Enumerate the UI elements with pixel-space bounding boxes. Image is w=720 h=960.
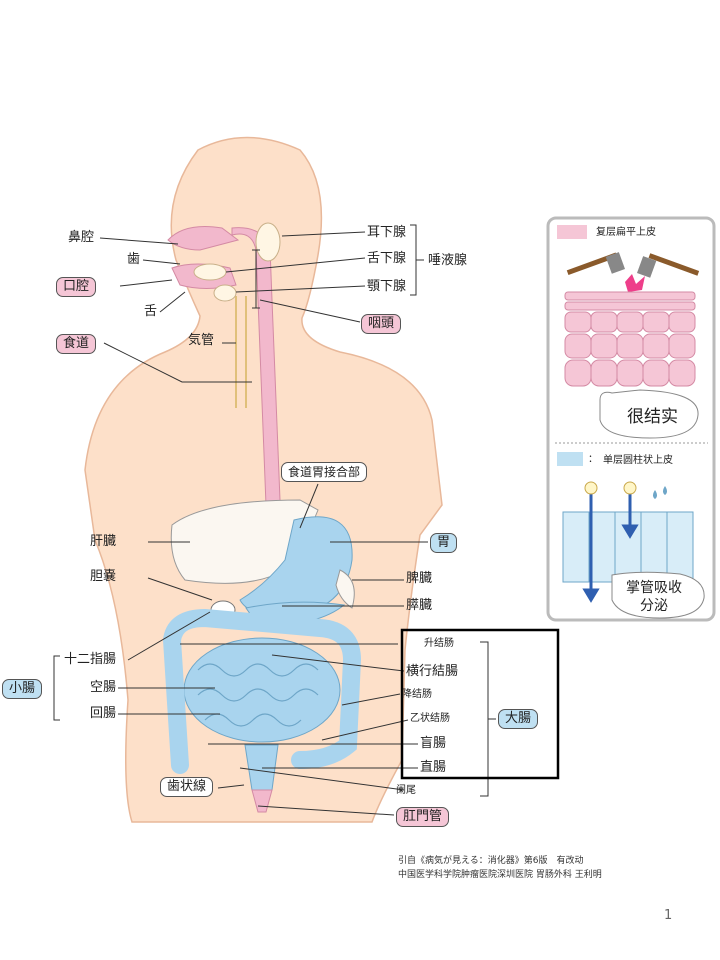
- label-nasal-cavity: 鼻腔: [68, 230, 95, 245]
- page-number: 1: [664, 908, 673, 923]
- label-transverse-colon: 横行結腸: [406, 664, 459, 679]
- label-pancreas: 膵臓: [406, 598, 433, 613]
- label-liver: 肝臓: [90, 534, 117, 549]
- columnar-legend-swatch: [557, 452, 583, 466]
- squamous-legend-swatch: [557, 225, 587, 239]
- large-intestine-frame: [162, 608, 362, 774]
- label-sigmoid-colon: 乙状结肠: [410, 713, 450, 724]
- large-intestine-highlight-box: [400, 628, 560, 780]
- label-teeth: 歯: [127, 252, 141, 267]
- label-tongue: 舌: [144, 304, 158, 319]
- squamous-cell-layers: [564, 291, 696, 387]
- label-salivary: 唾液腺: [428, 253, 468, 268]
- inset-columnar-legend: 单层圆柱状上皮: [603, 455, 673, 466]
- function-speech-bubble: [611, 571, 705, 619]
- citation-line1: 引自《病気が見える：消化器》第6版 有改动: [398, 856, 584, 866]
- inset-strong-text: 很结实: [627, 407, 678, 427]
- pill-small-intestine: 小腸: [2, 679, 43, 699]
- label-spleen: 脾臓: [406, 571, 433, 586]
- inset-function-line2: 分泌: [640, 598, 668, 614]
- pill-large-intestine: 大腸: [498, 709, 539, 729]
- citation-line2: 中国医学科学院肿瘤医院深圳医院 胃肠外科 王利明: [398, 870, 602, 880]
- label-appendix: 阑尾: [396, 785, 416, 796]
- leader-lines: [53, 224, 496, 816]
- label-jejunum: 空腸: [90, 680, 117, 695]
- label-trachea: 気管: [188, 333, 215, 348]
- parotid-gland: [255, 222, 281, 262]
- pill-esophagus: 食道: [56, 334, 97, 354]
- pill-ege-junction: 食道胃接合部: [281, 462, 368, 482]
- label-gallbladder: 胆嚢: [90, 569, 117, 584]
- label-ileum: 回腸: [90, 706, 117, 721]
- pill-stomach: 胃: [430, 533, 458, 553]
- inset-columnar-colon: ：: [588, 454, 598, 465]
- spleen-shape: [335, 569, 355, 609]
- inset-squamous-legend: 复层扁平上皮: [596, 227, 656, 238]
- pill-pharynx: 咽頭: [361, 314, 402, 334]
- submandibular-gland: [213, 284, 237, 302]
- label-submandibular: 顎下腺: [367, 279, 407, 294]
- label-descending-colon: 降结肠: [402, 689, 432, 700]
- inset-function-line1: 掌管吸收: [626, 580, 682, 596]
- label-ascending-colon: 升结肠: [424, 638, 454, 649]
- label-duodenum: 十二指腸: [64, 652, 117, 667]
- label-sublingual: 舌下腺: [367, 251, 407, 266]
- absorption-arrows: [582, 494, 639, 603]
- secretion-drop-icon: [653, 486, 667, 499]
- intestine-coils: [197, 663, 319, 727]
- pill-anal-canal: 肛門管: [396, 807, 450, 827]
- strong-speech-bubble: [599, 389, 699, 439]
- label-rectum: 直腸: [420, 760, 447, 775]
- label-cecum: 盲腸: [420, 736, 447, 751]
- nasal-cavity-shape: [167, 226, 240, 251]
- hammer-icon: [566, 252, 700, 292]
- columnar-cell-layer: [562, 511, 694, 583]
- sublingual-gland: [193, 263, 227, 281]
- nutrient-particle-icon: [584, 481, 598, 495]
- trachea-tube: [235, 296, 247, 408]
- pill-dentate-line: 歯状線: [160, 777, 214, 797]
- nutrient-particle-icon: [623, 481, 637, 495]
- label-parotid: 耳下腺: [367, 225, 407, 240]
- pill-oral-cavity: 口腔: [56, 277, 97, 297]
